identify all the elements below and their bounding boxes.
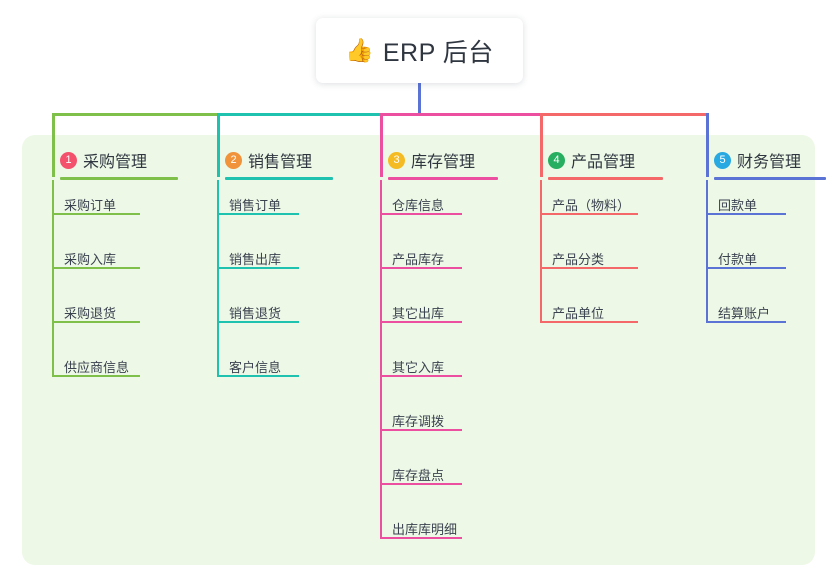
- leaf-item[interactable]: 采购退货: [64, 306, 117, 321]
- leaf-underline: [380, 213, 462, 215]
- leaf-underline: [540, 213, 638, 215]
- leaf-item[interactable]: 供应商信息: [64, 360, 130, 375]
- branch-title-1: 采购管理: [83, 154, 148, 171]
- leaf-item[interactable]: 库存调拨: [392, 414, 445, 429]
- branch-drop-4: [540, 113, 543, 177]
- branch-badge-4: 4: [548, 151, 565, 169]
- thumbs-up-icon: 👍: [345, 37, 374, 63]
- bus-segment-4: [540, 113, 709, 116]
- branch-rule-4: [548, 177, 663, 180]
- leaf-underline: [217, 267, 299, 269]
- branch-title-5: 财务管理: [737, 154, 802, 171]
- branch-rule-2: [225, 177, 333, 180]
- root-node[interactable]: 👍 ERP 后台: [316, 18, 523, 83]
- branch-badge-3: 3: [388, 151, 405, 169]
- branch-rule-5: [714, 177, 826, 180]
- bus-segment-3: [380, 113, 543, 116]
- leaf-underline: [380, 321, 462, 323]
- leaf-underline: [217, 375, 299, 377]
- leaf-item[interactable]: 产品分类: [552, 252, 605, 267]
- leaf-underline: [217, 213, 299, 215]
- leaf-item[interactable]: 销售退货: [229, 306, 282, 321]
- leaf-underline: [380, 429, 462, 431]
- leaf-underline: [380, 537, 462, 539]
- bus-segment-2: [217, 113, 383, 116]
- branch-header-5[interactable]: 5 财务管理: [696, 148, 801, 172]
- branch-column-2: 2 销售管理销售订单销售出库销售退货客户信息: [207, 148, 333, 377]
- leaf-item[interactable]: 销售订单: [229, 198, 282, 213]
- leaf-underline: [706, 321, 786, 323]
- branch-spine-2: [217, 180, 219, 377]
- leaf-item[interactable]: 其它出库: [392, 306, 445, 321]
- leaf-underline: [380, 483, 462, 485]
- leaf-item[interactable]: 采购订单: [64, 198, 117, 213]
- branch-spine-3: [380, 180, 382, 539]
- leaf-underline: [540, 267, 638, 269]
- leaf-item[interactable]: 其它入库: [392, 360, 445, 375]
- leaf-underline: [540, 321, 638, 323]
- branch-title-2: 销售管理: [248, 154, 313, 171]
- branch-drop-2: [217, 113, 220, 177]
- leaf-underline: [52, 267, 140, 269]
- branch-header-1[interactable]: 1 采购管理: [42, 148, 147, 172]
- leaf-underline: [380, 375, 462, 377]
- leaf-underline: [706, 267, 786, 269]
- branch-rule-3: [388, 177, 498, 180]
- leaf-item[interactable]: 结算账户: [718, 306, 771, 321]
- leaf-item[interactable]: 产品单位: [552, 306, 605, 321]
- branch-badge-2: 2: [225, 151, 242, 169]
- branch-column-1: 1 采购管理采购订单采购入库采购退货供应商信息: [42, 148, 178, 377]
- leaf-item[interactable]: 客户信息: [229, 360, 282, 375]
- branch-column-5: 5 财务管理回款单付款单结算账户: [696, 148, 826, 323]
- leaf-underline: [706, 213, 786, 215]
- branch-rule-1: [60, 177, 178, 180]
- leaf-underline: [52, 375, 140, 377]
- leaf-underline: [52, 213, 140, 215]
- leaf-item[interactable]: 库存盘点: [392, 468, 445, 483]
- leaf-underline: [52, 321, 140, 323]
- branch-header-3[interactable]: 3 库存管理: [370, 148, 475, 172]
- branch-spine-4: [540, 180, 542, 323]
- branch-header-4[interactable]: 4 产品管理: [530, 148, 635, 172]
- leaf-item[interactable]: 付款单: [718, 252, 758, 267]
- bus-segment-1: [52, 113, 220, 116]
- branch-column-4: 4 产品管理产品（物料） 产品分类产品单位: [530, 148, 663, 323]
- branch-drop-3: [380, 113, 383, 177]
- leaf-item[interactable]: 销售出库: [229, 252, 282, 267]
- branch-badge-1: 1: [60, 151, 77, 169]
- root-title: ERP 后台: [382, 38, 494, 67]
- branch-drop-5: [706, 113, 709, 177]
- branch-title-3: 库存管理: [411, 154, 476, 171]
- branches-panel: [22, 135, 815, 565]
- branch-badge-5: 5: [714, 151, 731, 169]
- branch-spine-5: [706, 180, 708, 323]
- branch-column-3: 3 库存管理仓库信息产品库存其它出库其它入库库存调拨库存盘点出库库明细: [370, 148, 498, 539]
- leaf-underline: [380, 267, 462, 269]
- branch-header-2[interactable]: 2 销售管理: [207, 148, 312, 172]
- leaf-underline: [217, 321, 299, 323]
- leaf-item[interactable]: 产品（物料）: [552, 198, 631, 213]
- leaf-item[interactable]: 回款单: [718, 198, 758, 213]
- leaf-item[interactable]: 采购入库: [64, 252, 117, 267]
- branch-spine-1: [52, 180, 54, 377]
- leaf-item[interactable]: 出库库明细: [392, 522, 458, 537]
- branch-drop-1: [52, 113, 55, 177]
- leaf-item[interactable]: 仓库信息: [392, 198, 445, 213]
- leaf-item[interactable]: 产品库存: [392, 252, 445, 267]
- branch-title-4: 产品管理: [571, 154, 636, 171]
- root-stem-connector: [418, 82, 421, 116]
